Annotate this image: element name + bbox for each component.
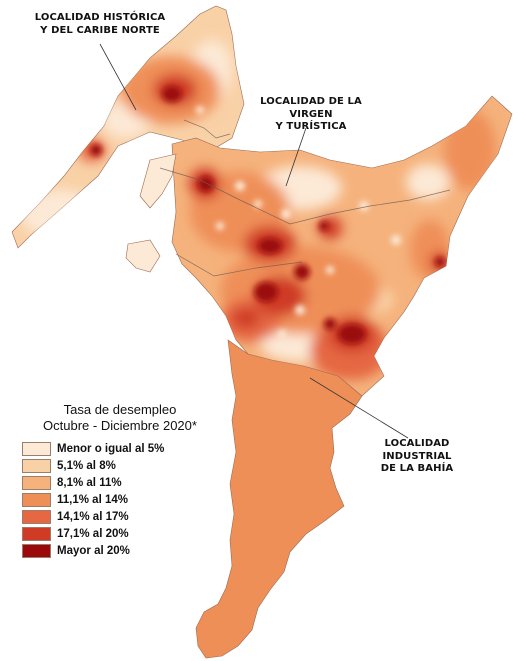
legend-swatch (22, 493, 51, 507)
leader-line-historica (99, 43, 137, 111)
island (139, 153, 177, 209)
legend-title-line1: Tasa de desempleo (63, 402, 177, 417)
leader-line-virgen (285, 127, 307, 187)
callout-historica-line2: Y DEL CARIBE NORTE (40, 24, 160, 36)
callout-virgen: LOCALIDAD DE LA VIRGEN Y TURÍSTICA (246, 96, 376, 134)
legend-swatch (22, 442, 51, 456)
legend-swatch (22, 476, 51, 490)
legend-item: 8,1% al 11% (22, 475, 222, 492)
legend-item: 11,1% al 14% (22, 492, 222, 509)
legend-swatch (22, 459, 51, 473)
map-legend: Tasa de desempleo Octubre - Diciembre 20… (22, 402, 222, 560)
legend-label: 11,1% al 14% (57, 494, 128, 506)
callout-virgen-line2: Y TURÍSTICA (275, 121, 347, 132)
legend-item: 5,1% al 8% (22, 458, 222, 475)
legend-item: Mayor al 20% (22, 543, 222, 560)
leader-line-industrial (309, 377, 409, 439)
legend-swatch (22, 527, 51, 541)
callout-industrial: LOCALIDAD INDUSTRIAL DE LA BAHÍA (354, 438, 480, 476)
legend-swatch (22, 510, 51, 524)
legend-label: 17,1% al 20% (57, 528, 129, 540)
callout-historica: LOCALIDAD HISTÓRICA Y DEL CARIBE NORTE (32, 12, 168, 37)
legend-title: Tasa de desempleo Octubre - Diciembre 20… (22, 402, 218, 435)
callout-industrial-line2: DE LA BAHÍA (380, 463, 454, 474)
west-islet (125, 239, 161, 273)
legend-item: 14,1% al 17% (22, 509, 222, 526)
locality-boundaries (159, 119, 451, 277)
legend-swatch (22, 544, 51, 558)
legend-label: 5,1% al 8% (57, 460, 116, 472)
legend-title-line2: Octubre - Diciembre 2020* (43, 418, 197, 434)
southern-zone (195, 339, 363, 659)
callout-historica-line1: LOCALIDAD HISTÓRICA (34, 12, 166, 23)
legend-label: Menor o igual al 5% (57, 443, 165, 455)
legend-item: Menor o igual al 5% (22, 441, 222, 458)
legend-item: 17,1% al 20% (22, 526, 222, 543)
callout-industrial-line1: LOCALIDAD INDUSTRIAL (382, 438, 452, 462)
callout-virgen-line1: LOCALIDAD DE LA VIRGEN (260, 96, 362, 120)
legend-label: 14,1% al 17% (57, 511, 129, 523)
legend-label: 8,1% al 11% (57, 477, 122, 489)
legend-label: Mayor al 20% (57, 545, 130, 557)
